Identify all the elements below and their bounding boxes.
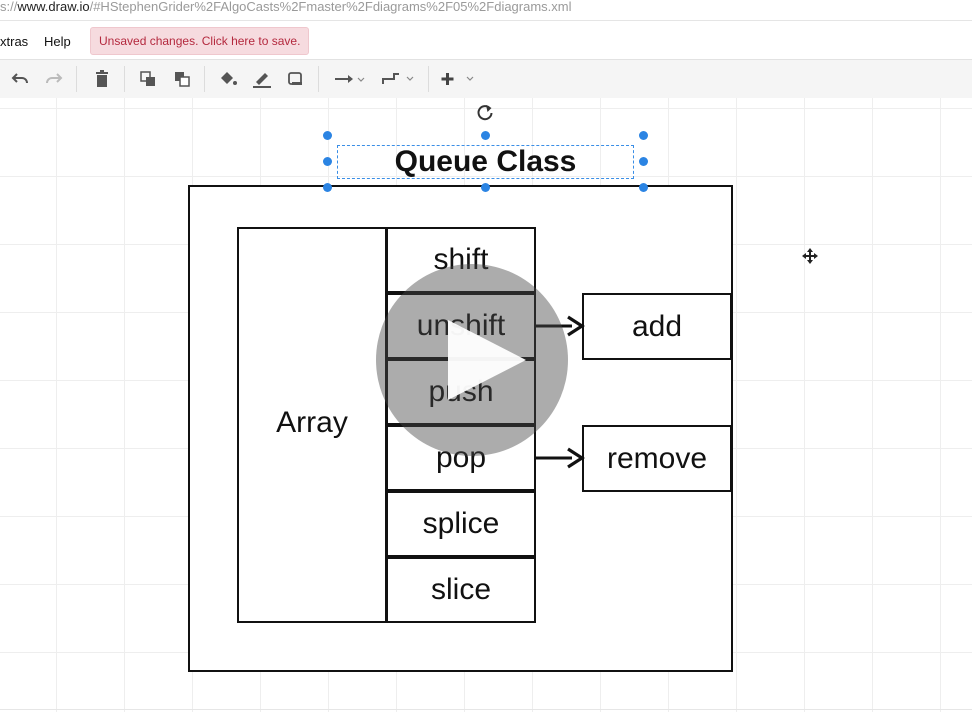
- menu-help[interactable]: Help: [44, 34, 71, 49]
- connection-icon[interactable]: [332, 68, 368, 90]
- resize-handle-w[interactable]: [322, 156, 332, 166]
- menu-extras[interactable]: xtras: [0, 34, 29, 49]
- add-box[interactable]: add: [582, 293, 732, 360]
- unsaved-changes-button[interactable]: Unsaved changes. Click here to save.: [90, 27, 310, 55]
- resize-handle-n[interactable]: [480, 130, 490, 140]
- resize-handle-s[interactable]: [480, 182, 490, 192]
- redo-icon[interactable]: [42, 68, 66, 90]
- method-slice[interactable]: slice: [386, 557, 536, 623]
- fill-color-icon[interactable]: [216, 68, 240, 90]
- url-scheme: s://: [0, 0, 18, 14]
- line-color-icon[interactable]: [250, 68, 274, 90]
- method-pop[interactable]: pop: [386, 425, 536, 491]
- method-splice[interactable]: splice: [386, 491, 536, 557]
- arrow-unshift-to-add[interactable]: [534, 313, 586, 339]
- url-path: /#HStephenGrider%2FAlgoCasts%2Fmaster%2F…: [89, 0, 572, 14]
- to-front-icon[interactable]: [136, 68, 160, 90]
- method-shift[interactable]: shift: [386, 227, 536, 293]
- move-cursor-icon: [802, 248, 818, 264]
- resize-handle-nw[interactable]: [322, 130, 332, 140]
- resize-handle-se[interactable]: [638, 182, 648, 192]
- array-label: Array: [276, 406, 348, 439]
- shadow-icon[interactable]: [284, 68, 308, 90]
- address-bar[interactable]: s://www.draw.io/#HStephenGrider%2FAlgoCa…: [0, 0, 972, 21]
- rotate-handle-icon[interactable]: [475, 103, 495, 123]
- remove-box[interactable]: remove: [582, 425, 732, 492]
- title-label-selected[interactable]: Queue Class: [337, 145, 634, 179]
- resize-handle-e[interactable]: [638, 156, 648, 166]
- resize-handle-sw[interactable]: [322, 182, 332, 192]
- url-host: www.draw.io: [17, 0, 90, 14]
- canvas-bottom-edge: [0, 709, 972, 710]
- resize-handle-ne[interactable]: [638, 130, 648, 140]
- array-box[interactable]: Array: [237, 227, 387, 623]
- waypoints-icon[interactable]: [380, 68, 416, 90]
- delete-icon[interactable]: [90, 68, 114, 90]
- video-play-button[interactable]: [376, 264, 568, 456]
- toolbar: [0, 59, 972, 99]
- play-icon: [448, 320, 526, 400]
- arrow-pop-to-remove[interactable]: [534, 445, 586, 471]
- to-back-icon[interactable]: [170, 68, 194, 90]
- insert-icon[interactable]: [440, 68, 476, 90]
- undo-icon[interactable]: [8, 68, 32, 90]
